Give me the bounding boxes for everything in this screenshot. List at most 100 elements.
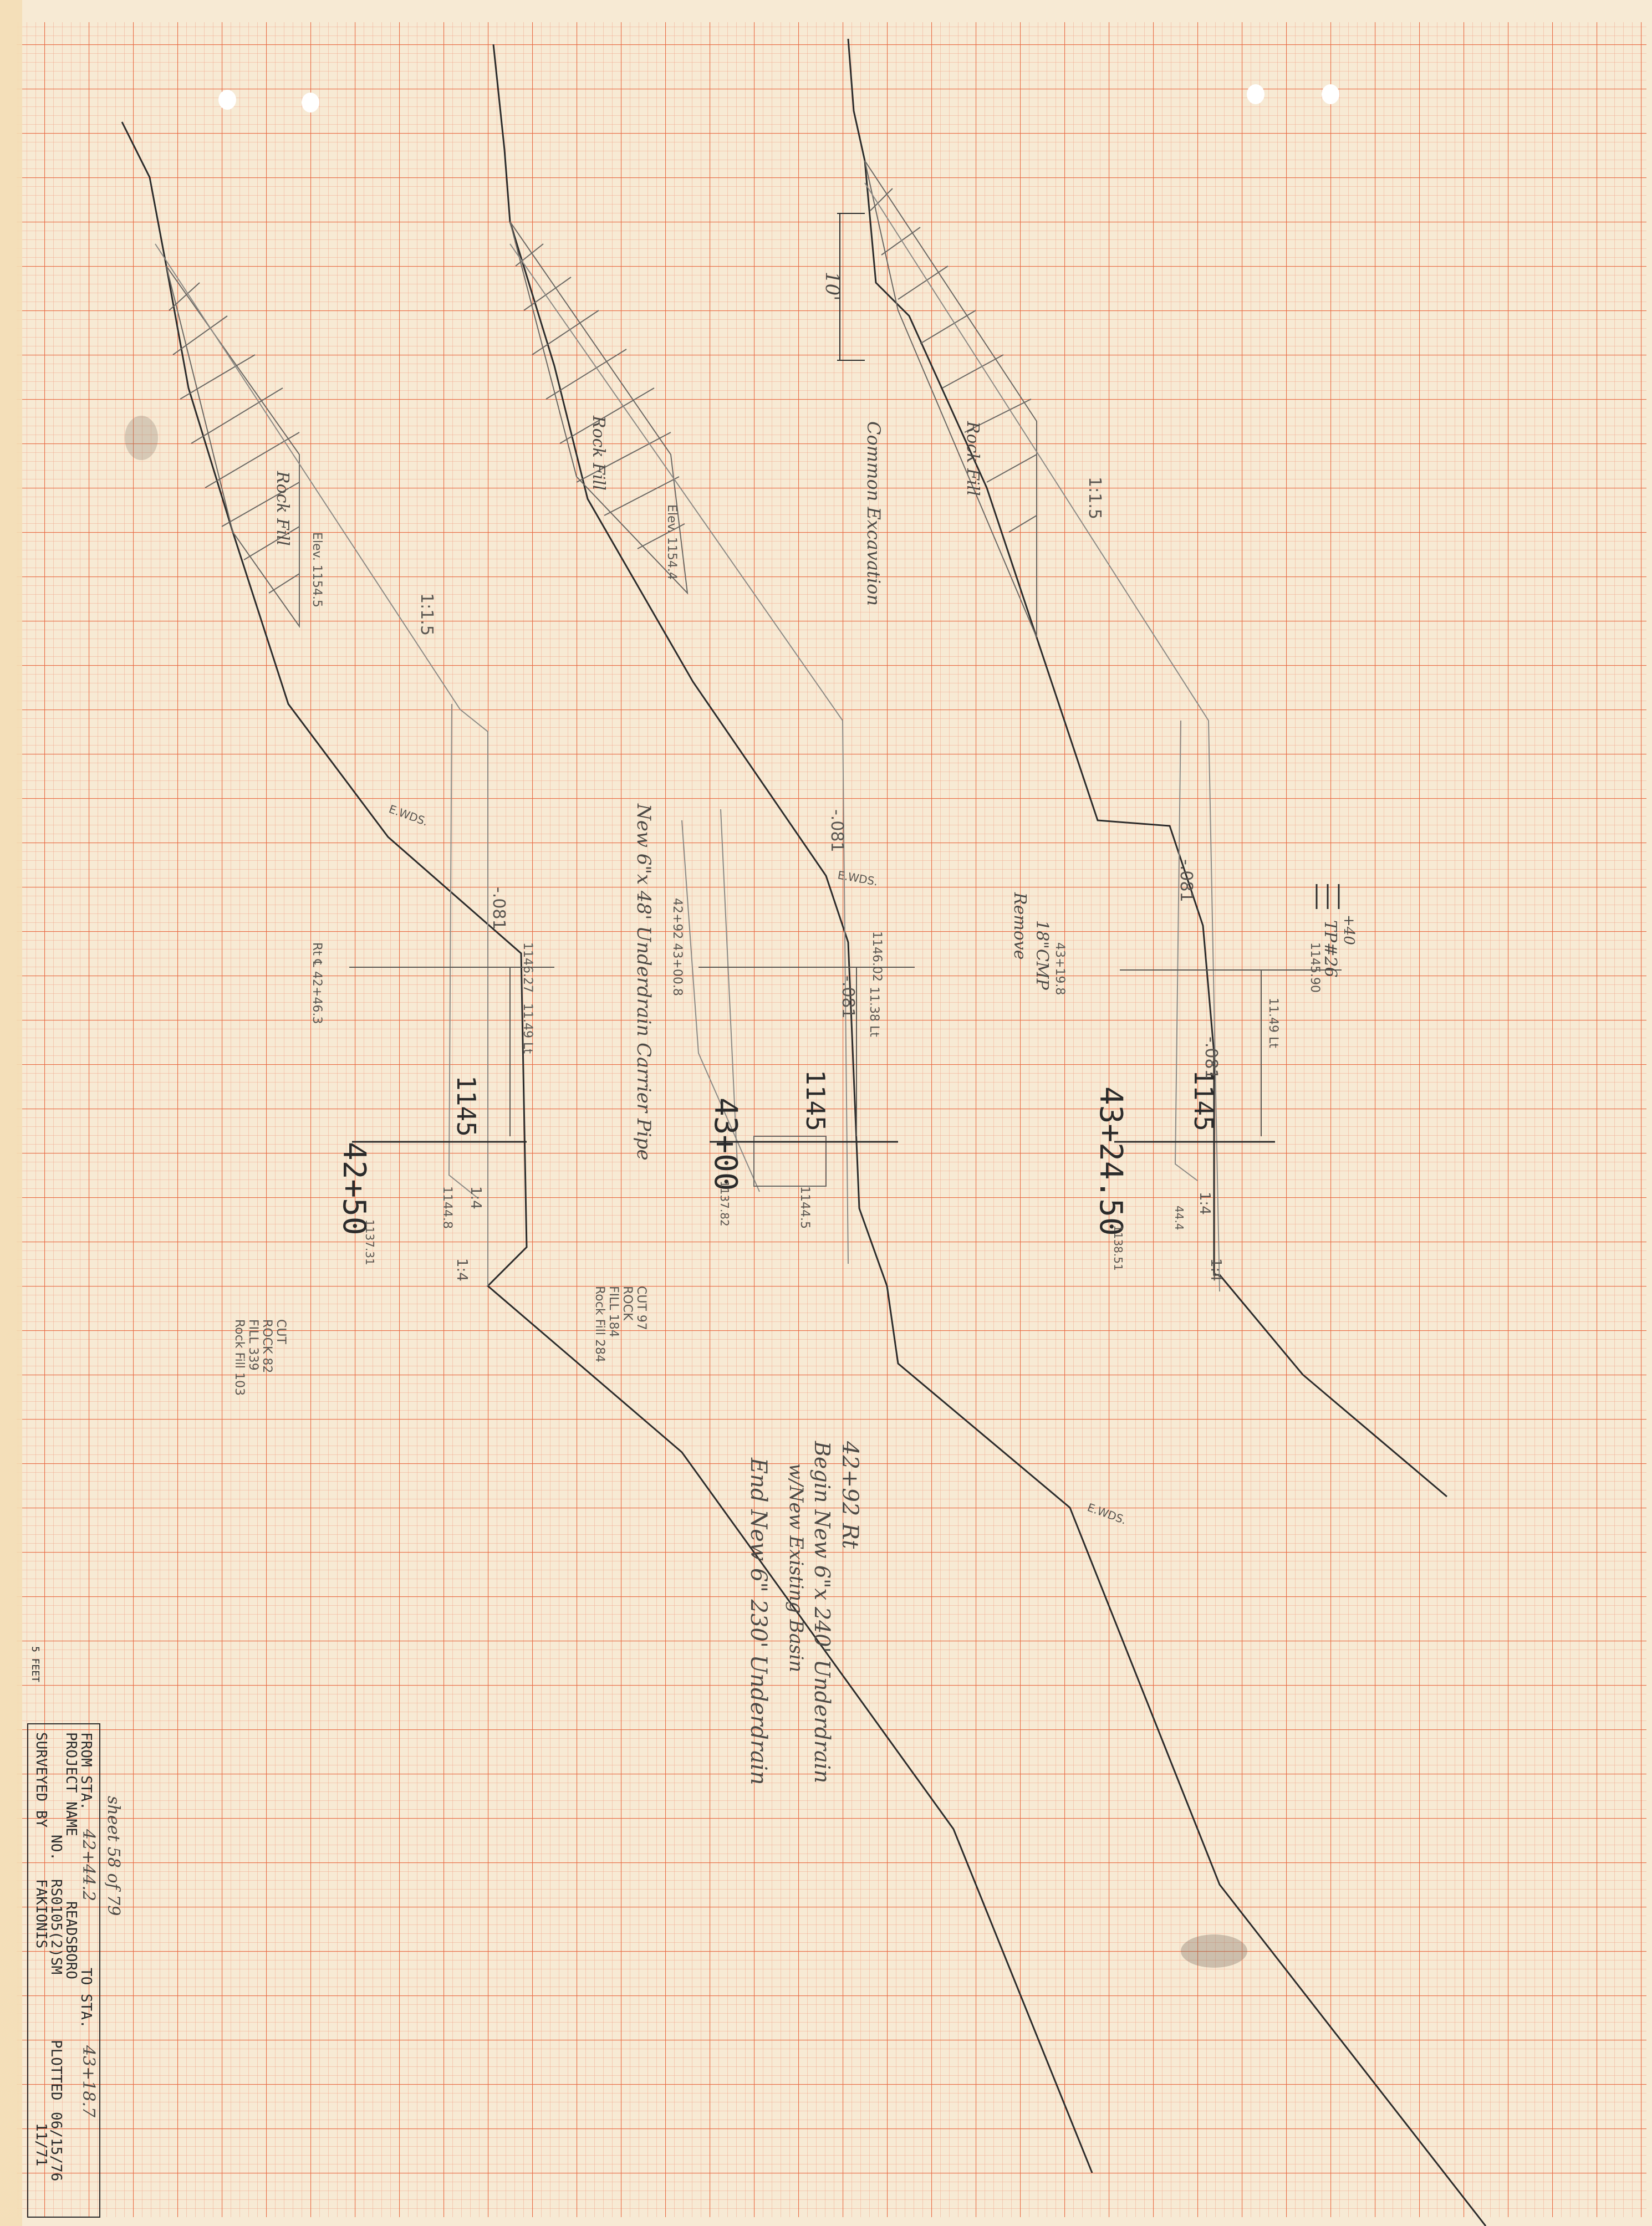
notes-block: 42+92 Rt Begin New 6"x 240' Underdrain w… — [746, 1441, 863, 1785]
centerline-note: Rt ℄ 42+46.3 — [310, 942, 324, 1024]
binder-hole — [1247, 84, 1265, 104]
ditch-slope-2: -.081 — [838, 976, 858, 1019]
elevation-note: Elev. 1154.5 — [310, 532, 324, 607]
from-sta-label: FROM STA. — [78, 1732, 94, 1810]
volume-cut: CUT — [274, 1319, 288, 1344]
no-label: NO. — [48, 1835, 64, 1861]
elevation-right: 1144.8 — [440, 1186, 454, 1229]
cmp-station: 43+19.8 — [1053, 942, 1067, 995]
slope-ratio: 1:1.5 — [1085, 477, 1104, 519]
station-note: 42+92 43+00.8 — [670, 898, 684, 996]
rock-fill-label: Rock Fill — [273, 471, 292, 546]
smudge — [125, 416, 158, 460]
to-sta-label: TO STA. — [78, 1968, 94, 2029]
elevation-note: Elev. 1154.4 — [665, 504, 679, 580]
station-label: 43+24.50 — [1093, 1086, 1129, 1236]
carrier-pipe — [753, 1136, 827, 1187]
volume-cut: CUT 97 — [634, 1286, 648, 1330]
note-line-3: w/New Existing Basin — [785, 1463, 807, 1672]
ground-line — [847, 38, 1447, 1498]
binder-hole — [1322, 84, 1339, 104]
elevation-left: 1146.02 — [870, 931, 884, 982]
cmp-note: 18"CMP — [1032, 920, 1052, 991]
slope-ratio-ditch-2: 1:4 — [453, 1258, 470, 1282]
volume-rock-fill: Rock Fill 284 — [593, 1286, 606, 1362]
left-margin-strip — [0, 0, 22, 2226]
scale-label: 5 FEET — [29, 1646, 41, 1682]
surveyed-by-value: FAKIONIS — [33, 1879, 49, 1948]
volume-fill: FILL 184 — [606, 1286, 620, 1337]
ditch-slope-2: -.081 — [1201, 1037, 1221, 1080]
offset-elevation: 1137.82 — [718, 1181, 731, 1227]
remove-note: Remove — [1010, 892, 1029, 960]
elevation-left: 1146.27 — [521, 942, 534, 993]
ditch-slope: -.081 — [489, 887, 508, 930]
dimension-10-ft: 10' — [821, 272, 843, 301]
ground-line — [492, 44, 1487, 2226]
ditch-line — [1174, 720, 1198, 1181]
binder-hole — [218, 90, 236, 110]
template-line — [864, 182, 1220, 1292]
section-2-labels: 43+00 1145 1137.82 1146.02 1144.5 -.081 … — [589, 415, 884, 1362]
underdrain-line — [681, 820, 760, 1192]
slope-ratio-ditch-2: 1:4 — [1207, 1258, 1224, 1282]
slope-ratio-ditch: 1:4 — [467, 1186, 484, 1209]
sheet-note: sheet 58 of 79 — [104, 1796, 123, 1916]
section-3-labels: 43+24.50 1145 1138.51 1145.90 44.4 -.081… — [821, 272, 1357, 1527]
rock-fill-hatch-area — [864, 160, 1037, 638]
grade-elevation: 1145 — [1189, 1070, 1218, 1131]
rock-fill-hatch-area — [509, 221, 689, 595]
volume-rock: ROCK 82 — [260, 1319, 274, 1373]
distance-label: 11.38 Lt — [867, 987, 881, 1037]
note-line-2: Begin New 6"x 240' Underdrain — [810, 1441, 834, 1783]
to-sta-value: 43+18.7 — [79, 2045, 98, 2118]
underdrain-line — [720, 809, 738, 1165]
section-42-50 — [121, 121, 1093, 2173]
station-label: 43+00 — [707, 1097, 743, 1191]
elevation-left: 1145.90 — [1308, 942, 1322, 993]
template-line — [509, 243, 849, 1264]
slope-ratio-ditch: 1:4 — [1196, 1192, 1213, 1215]
from-sta-value: 42+44.2 — [79, 1829, 98, 1901]
surveyed-by-label: SURVEYED BY — [33, 1732, 49, 1828]
volume-rock-fill: Rock Fill 103 — [232, 1319, 246, 1396]
project-name-value: READSBORO — [63, 1901, 79, 1979]
distance-label: 11.49 Lt — [521, 1003, 534, 1054]
project-name-label: PROJECT NAME — [63, 1732, 79, 1836]
slope-ratio: 1:1.5 — [417, 593, 436, 636]
volume-rock: ROCK — [620, 1286, 634, 1321]
note-line-4: End New 6" 230' Underdrain — [746, 1457, 771, 1785]
template-line — [155, 243, 488, 1286]
offset-elevation: 1137.31 — [363, 1219, 376, 1265]
elevation-right: 1144.5 — [798, 1186, 812, 1229]
ditch-slope: -.081 — [827, 809, 847, 852]
underdrain-note: New 6"x 48' Underdrain Carrier Pipe — [633, 803, 655, 1161]
date-value: 11/71 — [33, 2123, 49, 2166]
elevation-right: 44.4 — [1172, 1206, 1186, 1231]
no-value: RS0105(2)SM — [48, 1879, 64, 1974]
rock-fill-hatch-area — [166, 266, 300, 629]
plotted-value: 06/15/76 — [48, 2112, 64, 2181]
tp-note: TP#26 — [1320, 920, 1340, 978]
grid — [17, 22, 1646, 2217]
common-excavation-label: Common Excavation — [863, 421, 884, 606]
note-line-1: 42+92 Rt — [837, 1441, 863, 1549]
ditch-line — [448, 703, 477, 1198]
ditch-slope: -.081 — [1176, 859, 1196, 902]
title-block: FROM STA. 42+44.2 TO STA. 43+18.7 PROJEC… — [27, 1646, 123, 2218]
title-block-frame — [27, 1723, 100, 2218]
volume-fill: FILL 339 — [246, 1319, 260, 1371]
rock-fill-label: Rock Fill — [963, 421, 982, 496]
tp-plus: +40 — [1340, 915, 1357, 945]
section-43-24-50 — [837, 38, 1447, 1498]
distance-label: 11.49 Lt — [1266, 998, 1280, 1048]
plotted-label: PLOTTED — [48, 2040, 64, 2101]
section-43-00 — [492, 44, 1487, 2226]
grade-elevation: 1145 — [451, 1075, 481, 1137]
binder-hole — [302, 93, 319, 113]
station-label: 42+50 — [336, 1142, 372, 1235]
rock-fill-label: Rock Fill — [589, 415, 608, 491]
grade-elevation: 1145 — [800, 1070, 830, 1131]
